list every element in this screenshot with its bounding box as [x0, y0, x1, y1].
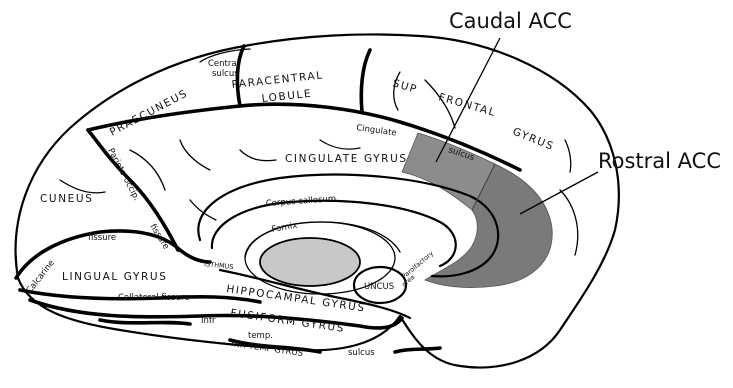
caudal-acc-label: Caudal ACC — [449, 9, 572, 33]
parieto-occip-label: Parieto-occip. — [105, 147, 141, 203]
sulcus-detail-7 — [560, 190, 578, 255]
fissure-calcarine-label: fissure — [88, 233, 116, 243]
uncus-label: UNCUS — [364, 282, 394, 292]
corpus-callosum-label: Corpus callosum — [266, 194, 337, 209]
paracentral-boundary-right — [361, 50, 370, 112]
sup-label: SUP — [391, 77, 419, 96]
isthmus-label: ISTHMUS — [204, 260, 234, 271]
temp-label: temp. — [248, 331, 273, 341]
cuneus-label: CUNEUS — [40, 193, 93, 205]
fusiform-gyrus-label: FUSIFORM GYRUS — [230, 307, 346, 335]
frontal-label: FRONTAL — [437, 91, 497, 119]
inf-temp-gyrus-label: INF. TEMP GYRUS — [230, 339, 303, 359]
sulcus-detail-2 — [180, 140, 210, 170]
lobule-label: LOBULE — [261, 88, 313, 105]
lingual-gyrus-label: LINGUAL GYRUS — [62, 271, 167, 283]
collateral-fissure-label: Collateral fissure — [118, 293, 190, 303]
thalamus — [260, 238, 360, 286]
inf-temp-sulcus-1 — [100, 320, 190, 324]
sulcus-detail-10 — [565, 140, 571, 172]
rostral-acc-label: Rostral ACC — [598, 149, 721, 173]
sulcus-detail-5 — [320, 140, 360, 149]
fissure-parieto-label: fissure — [147, 222, 170, 251]
fornix-label: Fornix — [271, 221, 298, 235]
parolfactory-label-1: Parolfactory — [400, 249, 435, 280]
central-sulcus-label-2: sulcus — [212, 69, 239, 79]
inf-temp-sulcus-3 — [395, 348, 440, 352]
central-sulcus-label-1: Central — [208, 59, 239, 69]
cingulate-sulcus-label-1: Cingulate — [356, 123, 398, 139]
sulcus-bottom-label: sulcus — [348, 348, 375, 358]
sulcus-detail-4 — [240, 150, 276, 161]
sulcus-detail-3 — [60, 180, 105, 193]
infr-label: Infr — [201, 316, 216, 326]
cingulate-gyrus-label: CINGULATE GYRUS — [285, 153, 408, 165]
gyrus-frontal-label: GYRUS — [511, 126, 556, 153]
